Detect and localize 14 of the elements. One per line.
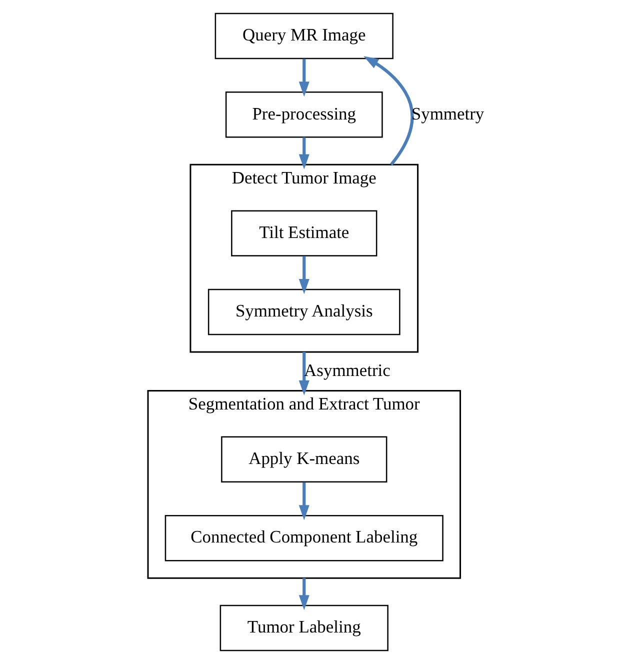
node-box: Query MR Image [214,12,393,60]
arrow [298,256,309,294]
arrow [298,137,309,170]
arrow [363,56,414,166]
node-box: Apply K-means [220,436,387,483]
arrow [298,352,309,396]
node-box: Symmetry Analysis [207,288,400,336]
node-box: Tumor Labeling [219,604,388,652]
node-box: Pre-processing [224,92,382,138]
arrow [298,578,309,610]
node-box: Connected Component Labeling [164,515,443,562]
node-box: Tilt Estimate [230,210,377,256]
arrow [298,58,309,97]
arrow [298,482,309,520]
